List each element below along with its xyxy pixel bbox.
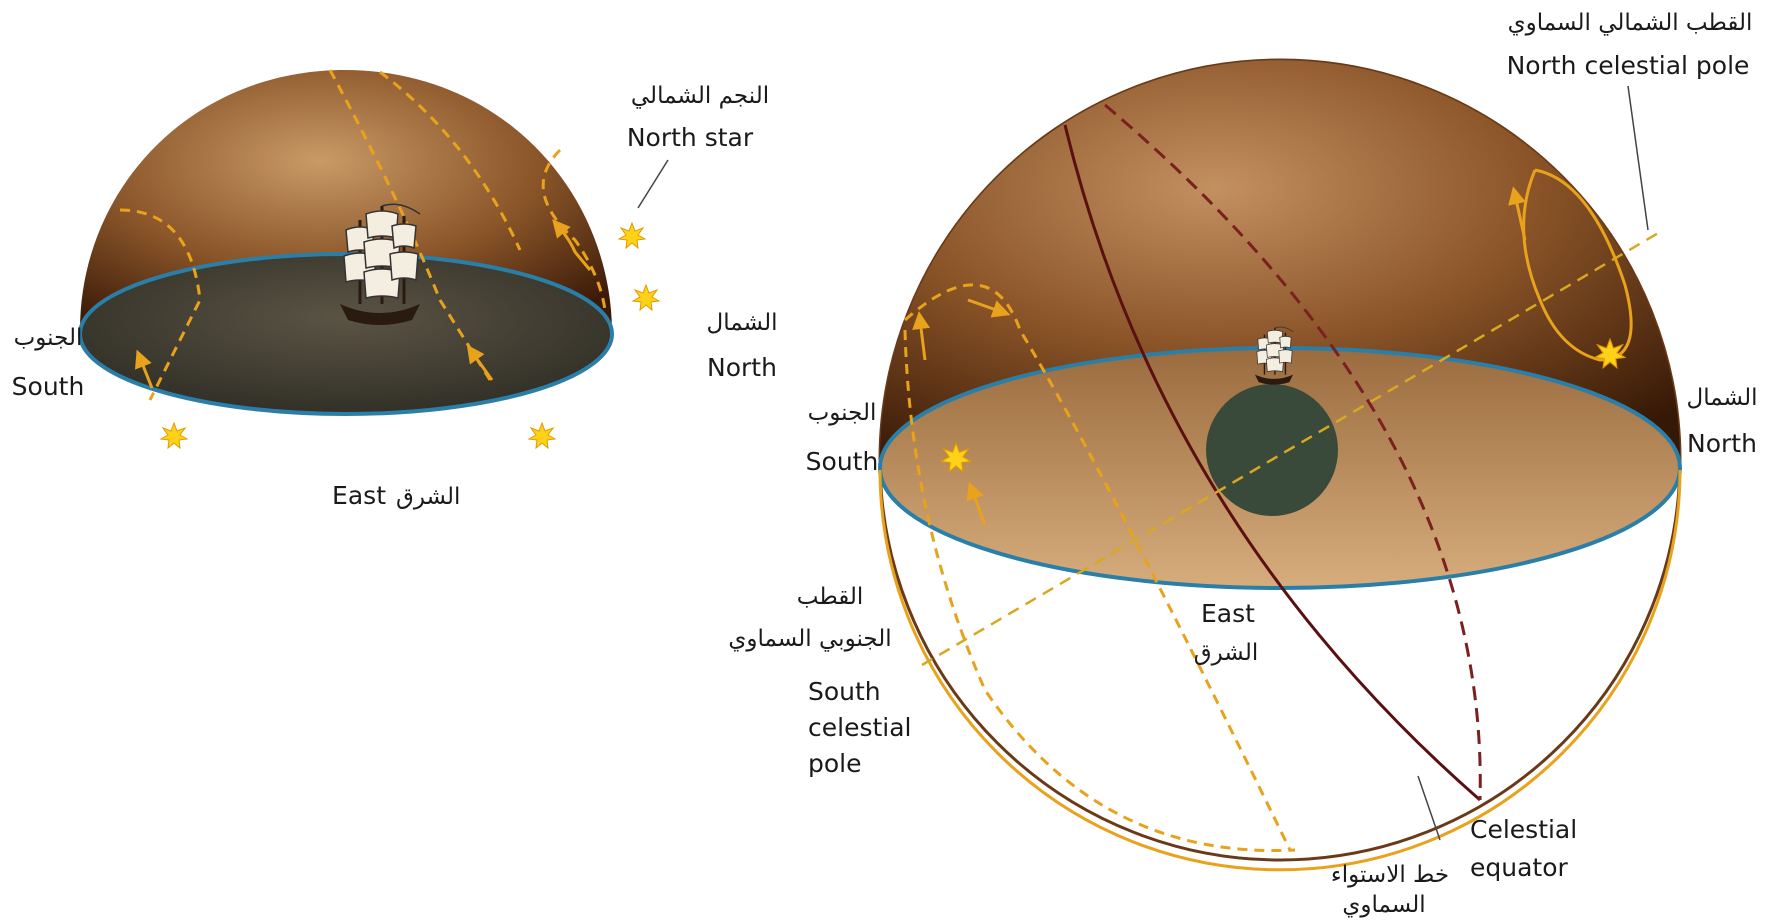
- equator-label-en-2: equator: [1470, 853, 1569, 882]
- south-pole-label-en-3: pole: [808, 749, 862, 778]
- north-pole-label-ar: القطب الشمالي السماوي: [1508, 10, 1753, 36]
- north-pole-label-en: North celestial pole: [1507, 51, 1750, 80]
- earth-globe: [1206, 384, 1338, 516]
- equator-label-ar-2: السماوي: [1342, 892, 1425, 918]
- left-north-label-en: North: [707, 353, 777, 382]
- left-star-north-2: [633, 285, 659, 310]
- left-east-label-ar: الشرق: [396, 484, 460, 510]
- right-east-label-ar: الشرق: [1194, 640, 1258, 666]
- north-star-label-ar: النجم الشمالي: [631, 83, 769, 109]
- right-north-label-ar: الشمال: [1687, 385, 1758, 411]
- south-pole-label-ar-2: الجنوبي السماوي: [728, 626, 891, 652]
- north-star-label-en: North star: [627, 123, 754, 152]
- right-sphere: [880, 60, 1680, 870]
- left-south-label-en: South: [12, 372, 85, 401]
- left-east-label-en: East: [332, 481, 386, 510]
- south-pole-label-en-1: South: [808, 677, 881, 706]
- south-pole-label-ar-1: القطب: [797, 584, 863, 610]
- left-star-north-1: [619, 223, 645, 248]
- south-pole-label-en-2: celestial: [808, 713, 912, 742]
- north-star-leader-line: [638, 160, 668, 208]
- left-star-south: [161, 423, 187, 448]
- left-north-label-ar: الشمال: [707, 310, 778, 336]
- right-north-label-en: North: [1687, 429, 1757, 458]
- left-dome: [80, 70, 668, 448]
- left-star-east: [529, 423, 555, 448]
- right-south-label-en: South: [806, 447, 879, 476]
- left-south-label-ar: الجنوب: [14, 325, 83, 351]
- right-south-label-ar: الجنوب: [808, 400, 877, 426]
- right-east-label-en: East: [1201, 599, 1255, 628]
- equator-label-ar-1: خط الاستواء: [1331, 862, 1449, 888]
- equator-label-en-1: Celestial: [1470, 815, 1577, 844]
- north-pole-leader-line: [1628, 86, 1648, 230]
